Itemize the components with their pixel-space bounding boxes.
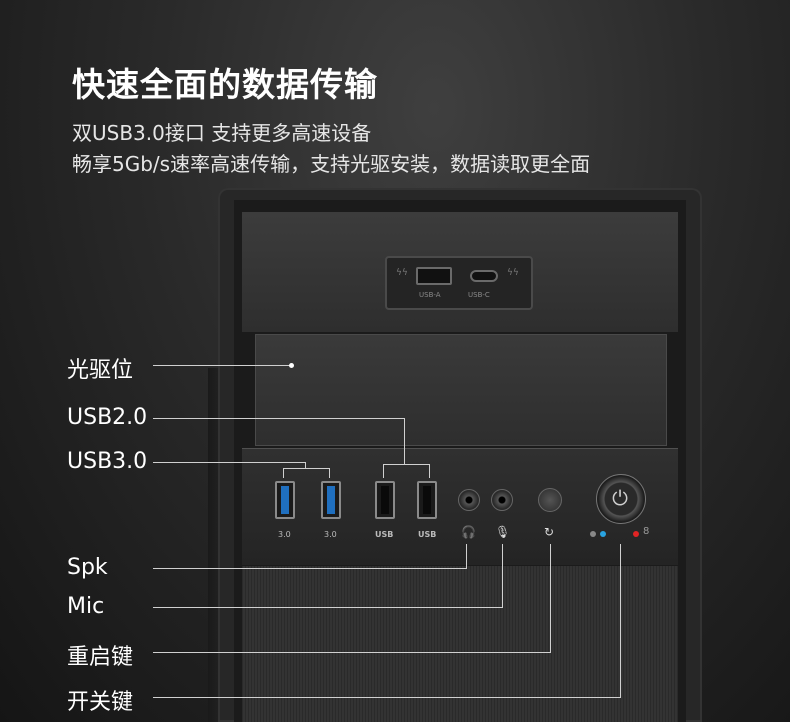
headline: 快速全面的数据传输	[72, 65, 378, 104]
usb3-label-1: 3.0	[278, 530, 291, 539]
leader-line	[153, 365, 291, 366]
mic-icon: 🎙	[495, 525, 511, 539]
leader-line	[153, 568, 466, 569]
callout-reset: 重启键	[67, 645, 134, 670]
lightning-icon: ϟϟ	[396, 268, 408, 278]
callout-power: 开关键	[67, 690, 134, 715]
leader-line	[283, 468, 284, 478]
callout-optical-bay: 光驱位	[67, 358, 134, 383]
leader-line	[383, 464, 384, 478]
top-usb-c-port	[470, 270, 498, 282]
subtitle-line-1: 双USB3.0接口 支持更多高速设备	[72, 121, 372, 145]
leader-line	[153, 462, 305, 463]
usb2-port-1	[375, 481, 395, 519]
callout-usb3: USB3.0	[67, 449, 148, 474]
leader-line	[620, 544, 621, 698]
leader-line	[429, 464, 430, 478]
leader-line	[466, 544, 467, 569]
leader-line	[153, 418, 404, 419]
headphone-icon: 🎧	[461, 525, 476, 539]
callout-speaker: Spk	[67, 555, 108, 580]
top-usb-module	[385, 256, 533, 310]
mic-jack	[491, 489, 513, 511]
callout-mic: Mic	[67, 594, 105, 619]
usb2-port-2	[417, 481, 437, 519]
usb-c-label: USB-C	[468, 291, 490, 299]
optical-drive-bay	[255, 334, 667, 446]
callout-usb2: USB2.0	[67, 405, 148, 430]
leader-line	[550, 544, 551, 653]
leader-dot	[289, 363, 294, 368]
usb2-label-1: USB	[375, 530, 394, 539]
speaker-jack	[458, 489, 480, 511]
usb3-label-2: 3.0	[324, 530, 337, 539]
leader-line	[153, 607, 502, 608]
front-mesh	[242, 566, 678, 722]
leader-line	[383, 464, 429, 465]
power-icon: ⏻	[612, 486, 628, 510]
leader-line	[404, 418, 405, 464]
hdd-icon: 8	[643, 526, 650, 537]
leader-line	[153, 697, 620, 698]
blue-led	[600, 531, 606, 537]
leader-line	[502, 544, 503, 608]
reset-button	[538, 488, 562, 512]
top-usb-a-port	[416, 267, 452, 285]
indicator-dot	[590, 531, 596, 537]
red-led	[633, 531, 639, 537]
leader-line	[329, 468, 330, 478]
reset-icon: ↻	[544, 525, 555, 539]
usb3-port-1	[275, 481, 295, 519]
usb3-port-2	[321, 481, 341, 519]
leader-line	[153, 652, 550, 653]
subtitle-line-2: 畅享5Gb/s速率高速传输，支持光驱安装，数据读取更全面	[72, 152, 591, 176]
leader-line	[305, 462, 306, 468]
power-button	[596, 474, 646, 524]
usb2-label-2: USB	[418, 530, 437, 539]
leader-line	[283, 468, 329, 469]
lightning-icon: ϟϟ	[507, 268, 519, 278]
usb-a-label: USB-A	[419, 291, 441, 299]
